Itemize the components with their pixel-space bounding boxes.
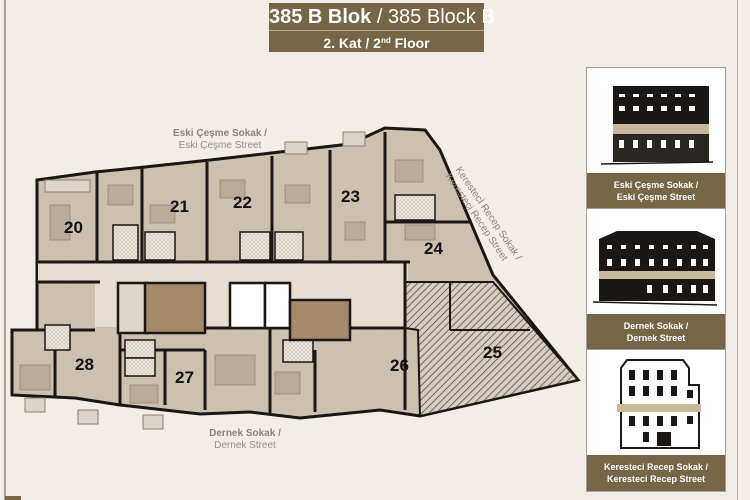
caption-line2: Eski Çeşme Street [616,192,696,202]
floor-number: 2 [373,35,381,51]
unit-22-label: 22 [233,193,252,212]
caption-line1: Keresteci Recep Sokak / [603,462,709,472]
elevation-card-south[interactable]: Dernek Sokak / Dernek Street [586,208,726,351]
street-south-en: Dernek Street [214,440,276,451]
unit-20-label: 20 [64,218,83,237]
floor-title-tr: 2. Kat [323,35,362,51]
elevation-card-east[interactable]: Keresteci Recep Sokak / Keresteci Recep … [586,349,726,492]
block-title-tr: 385 B Blok [269,6,372,28]
floor-title: 2. Kat / 2nd Floor [269,31,484,51]
floor-separator: / [361,35,374,51]
caption-line1: Dernek Sokak / [623,321,689,331]
elevation-drawing-east [587,350,725,455]
elevation-drawing-south [587,209,725,314]
street-north-tr: Eski Çeşme Sokak / [173,128,267,139]
floor-ordinal: nd [380,36,391,45]
unit-23-label: 23 [341,187,360,206]
page-left-border [4,0,6,500]
unit-21-label: 21 [170,197,189,216]
floor-plan [10,126,581,430]
elevation-card-north[interactable]: Eski Çeşme Sokak / Eski Çeşme Street [586,67,726,210]
street-label-north: Eski Çeşme Sokak / Eski Çeşme Street [170,128,270,152]
street-north-en: Eski Çeşme Street [178,140,262,151]
block-title: 385 B Blok / 385 Block B [269,3,495,31]
elevation-caption-north: Eski Çeşme Sokak / Eski Çeşme Street [587,173,725,209]
unit-26-label: 26 [390,356,409,375]
elevation-caption-east: Keresteci Recep Sokak / Keresteci Recep … [587,455,725,491]
caption-line2: Dernek Street [626,333,686,343]
street-label-south: Dernek Sokak / Dernek Street [195,428,295,452]
block-title-en: 385 Block B [387,6,495,28]
page-right-border [737,0,738,500]
unit-25-label: 25 [483,343,502,362]
unit-24-label: 24 [424,239,443,258]
title-banner: 385 B Blok / 385 Block B 2. Kat / 2nd Fl… [269,3,495,52]
floor-word: Floor [390,35,430,51]
unit-27-label: 27 [175,368,194,387]
elevation-drawing-north [587,68,725,173]
caption-line2: Keresteci Recep Street [606,474,706,484]
caption-line1: Eski Çeşme Sokak / [613,180,699,190]
street-south-tr: Dernek Sokak / [209,428,281,439]
corner-tab [5,496,21,500]
unit-28-label: 28 [75,355,94,374]
title-separator: / [371,6,388,28]
elevation-caption-south: Dernek Sokak / Dernek Street [587,314,725,350]
